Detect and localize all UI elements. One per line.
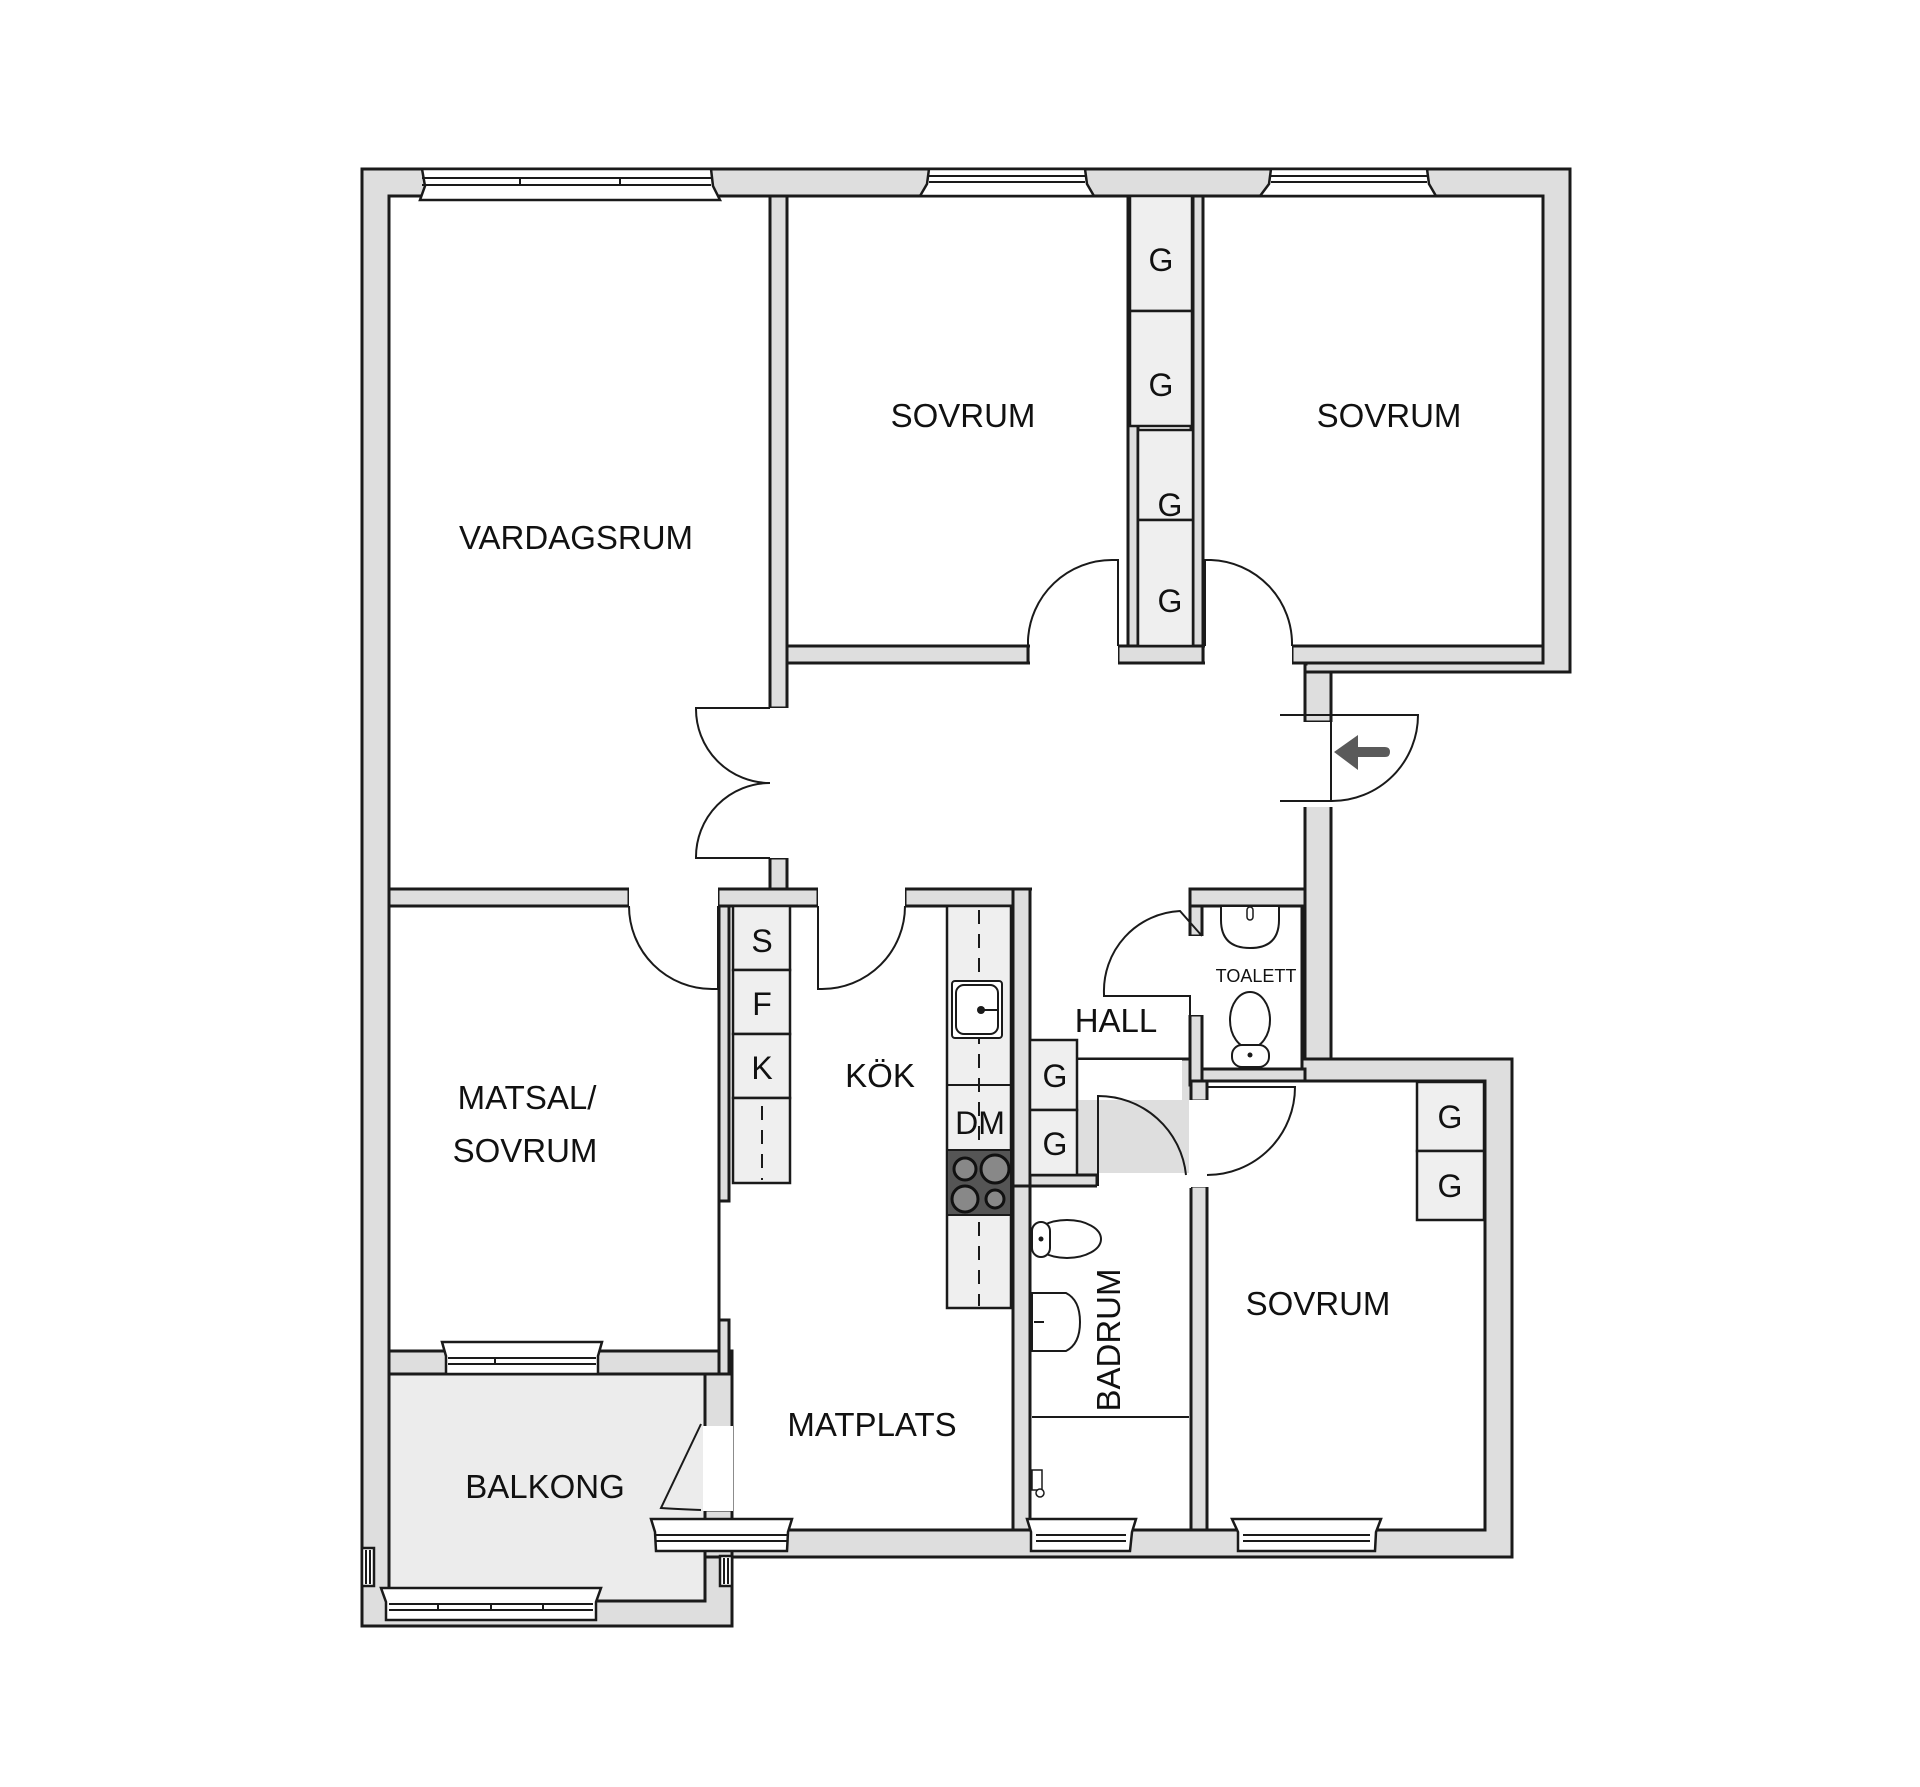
label-kitchen: KÖK xyxy=(845,1057,915,1094)
door-toilet[interactable] xyxy=(1102,909,1204,1015)
cabinets: G G G G S F K DM G G G G xyxy=(731,194,1486,1310)
toilet-icon xyxy=(1031,1219,1102,1259)
entrance-arrow-icon xyxy=(1334,735,1390,770)
room-balcony xyxy=(387,1372,707,1603)
sink-icon xyxy=(951,980,1003,1039)
window-dining-balcony xyxy=(440,1340,604,1376)
wardrobe-3 xyxy=(1136,428,1195,522)
window-bedroom-bottom xyxy=(1230,1517,1383,1553)
label-bathroom: BADRUM xyxy=(1090,1268,1127,1411)
dishwasher-label: DM xyxy=(955,1105,1005,1141)
fixtures xyxy=(946,905,1280,1498)
wardrobe-2-label: G xyxy=(1149,367,1174,403)
kitchen-cabinet-k xyxy=(731,1032,792,1100)
wardrobe-4-label: G xyxy=(1158,583,1183,619)
kitchen-s-label: S xyxy=(751,923,772,959)
door-bedroom-middle[interactable] xyxy=(1027,558,1119,666)
bedroom-wardrobe-2-label: G xyxy=(1438,1168,1463,1204)
window-living xyxy=(418,167,723,202)
washbasin-icon xyxy=(1031,1292,1082,1352)
room-labels: VARDAGSRUM SOVRUM SOVRUM MATSAL/ SOVRUM … xyxy=(453,397,1462,1505)
label-dining-area: MATPLATS xyxy=(787,1406,956,1443)
window-dining-area xyxy=(649,1517,794,1553)
window-bedroom-right xyxy=(1257,167,1439,198)
wardrobe-1 xyxy=(1128,194,1194,313)
hall-wardrobe-2 xyxy=(1028,1108,1079,1177)
windows xyxy=(360,167,1439,1622)
window-balcony-right xyxy=(718,1554,734,1588)
hall-wardrobe-1 xyxy=(1028,1038,1079,1112)
label-hall: HALL xyxy=(1075,1002,1158,1039)
wardrobe-4 xyxy=(1136,518,1195,648)
kitchen-cabinet-s xyxy=(731,904,792,972)
door-bathroom[interactable] xyxy=(1097,1094,1191,1188)
door-kitchen[interactable] xyxy=(817,887,906,990)
door-entrance[interactable] xyxy=(1280,714,1420,807)
label-bedroom-bottom-right: SOVRUM xyxy=(1246,1285,1391,1322)
label-dining-bedroom-1: MATSAL/ xyxy=(458,1079,598,1116)
room-bedroom-top-right xyxy=(1201,194,1545,648)
kitchen-k-label: K xyxy=(751,1050,772,1086)
room-living xyxy=(387,194,772,891)
label-living-room: VARDAGSRUM xyxy=(459,519,693,556)
room-dining-bedroom xyxy=(387,904,721,1353)
kitchen-cabinet-f xyxy=(731,968,792,1036)
doors xyxy=(628,558,1420,1511)
label-dining-bedroom-2: SOVRUM xyxy=(453,1132,598,1169)
hall-wardrobe-2-label: G xyxy=(1043,1126,1068,1162)
toilet-washbasin-icon xyxy=(1220,905,1280,950)
label-bedroom-top-right: SOVRUM xyxy=(1317,397,1462,434)
bedroom-wardrobe-1 xyxy=(1415,1080,1486,1153)
window-bedroom-middle xyxy=(917,167,1097,198)
window-balcony-left xyxy=(360,1546,376,1588)
wardrobe-1-label: G xyxy=(1149,242,1174,278)
door-bedroom-right[interactable] xyxy=(1204,559,1294,666)
stove-icon xyxy=(946,1149,1012,1216)
label-balcony: BALKONG xyxy=(465,1468,625,1505)
bedroom-wardrobe-1-label: G xyxy=(1438,1099,1463,1135)
door-dining-bedroom[interactable] xyxy=(628,887,719,990)
label-toilet: TOALETT xyxy=(1216,966,1297,986)
door-living-double[interactable] xyxy=(694,707,789,859)
toilet-wc-icon xyxy=(1229,991,1271,1068)
shower-tap-icon xyxy=(1031,1469,1045,1498)
hall-wardrobe-1-label: G xyxy=(1043,1058,1068,1094)
window-balcony-bottom xyxy=(379,1586,603,1622)
wardrobe-2 xyxy=(1128,309,1194,428)
door-balcony[interactable] xyxy=(659,1423,733,1511)
door-bedroom-bottom[interactable] xyxy=(1189,1086,1297,1187)
kitchen-f-label: F xyxy=(752,986,772,1022)
bedroom-wardrobe-2 xyxy=(1415,1149,1486,1222)
label-bedroom-top-middle: SOVRUM xyxy=(891,397,1036,434)
window-bathroom xyxy=(1025,1517,1138,1553)
wardrobe-3-label: G xyxy=(1158,487,1183,523)
